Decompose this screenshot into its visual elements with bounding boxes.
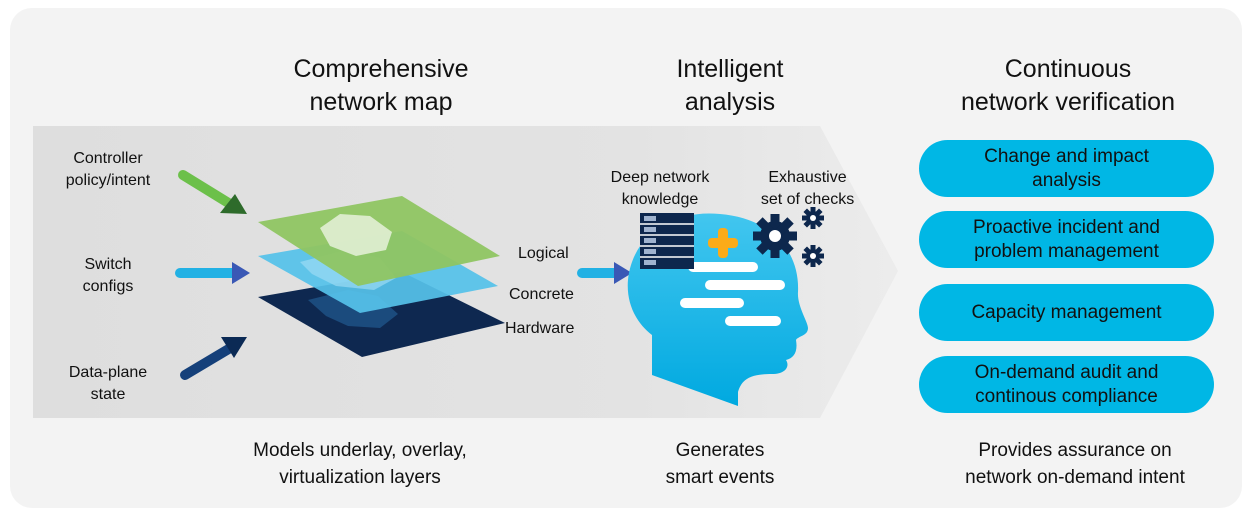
input-label-dataplane: Data-plane state [68, 364, 148, 403]
layer-label-logical: Logical [518, 245, 569, 262]
outcome-proactive-incident: Proactive incident and problem managemen… [919, 211, 1214, 268]
gears-icon [753, 207, 824, 267]
label-exhaustive-checks: Exhaustive set of checks [760, 169, 855, 208]
layer-label-hardware: Hardware [505, 320, 575, 337]
input-label-switch: Switch configs [82, 256, 134, 295]
layer-label-concrete: Concrete [509, 286, 574, 303]
header-intelligent-analysis: Intelligent analysis [676, 55, 784, 116]
analysis-arrow [577, 262, 632, 284]
footer-network-map: Models underlay, overlay, virtualization… [253, 440, 467, 488]
controller-arrow [178, 170, 247, 214]
outcome-capacity-management: Capacity management [919, 284, 1214, 341]
footer-intelligent-analysis: Generates smart events [665, 440, 775, 488]
switch-arrow [175, 262, 250, 284]
plus-icon [708, 228, 738, 258]
header-network-map: Comprehensive network map [293, 55, 469, 116]
outcome-change-impact: Change and impact analysis [919, 140, 1214, 197]
input-label-controller: Controller policy/intent [65, 150, 151, 189]
logical-layer [258, 196, 500, 286]
server-icon [640, 213, 694, 269]
label-deep-network-knowledge: Deep network knowledge [610, 169, 710, 208]
header-continuous-verification: Continuous network verification [961, 55, 1175, 116]
footer-continuous-verification: Provides assurance on network on-demand … [965, 440, 1185, 488]
dataplane-arrow [180, 337, 247, 380]
outcome-audit-compliance: On-demand audit and continous compliance [919, 356, 1214, 413]
